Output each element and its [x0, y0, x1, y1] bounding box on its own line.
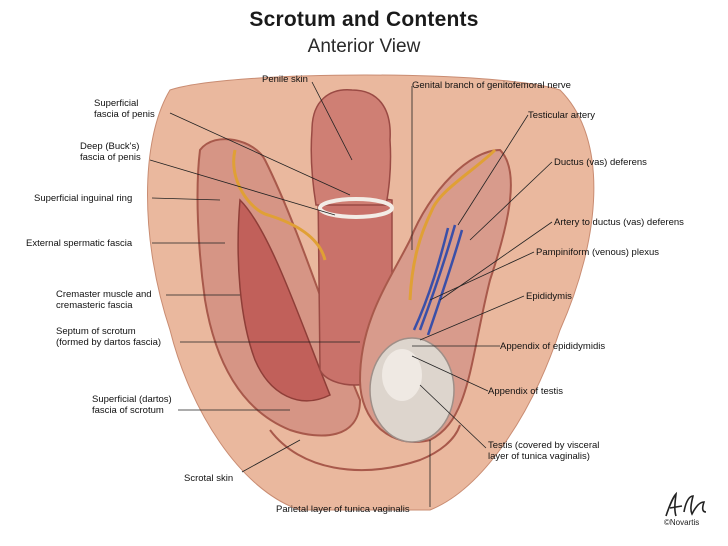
- label-dartos-fascia: Superficial (dartos) fascia of scrotum: [92, 394, 172, 416]
- label-deep-bucks-fascia: Deep (Buck's) fascia of penis: [80, 141, 141, 163]
- right-genital-nerve: [408, 148, 497, 301]
- left-cremaster: [237, 198, 331, 402]
- label-artery-to-ductus: Artery to ductus (vas) deferens: [554, 217, 684, 228]
- leader-penile-skin: [311, 81, 353, 161]
- label-parietal-layer: Parietal layer of tunica vaginalis: [276, 504, 410, 515]
- copyright-text: ©Novartis: [664, 518, 700, 527]
- leader-appendix-testis: [411, 355, 489, 392]
- scrotal-skin-bottom: [269, 424, 461, 471]
- label-testicular-artery: Testicular artery: [528, 110, 596, 121]
- penile-fascia-ring: [318, 197, 394, 219]
- leader-epididymis: [419, 295, 525, 341]
- label-penile-skin: Penile skin: [262, 74, 308, 85]
- label-appendix-testis: Appendix of testis: [488, 386, 563, 397]
- left-genital-nerve: [232, 149, 327, 261]
- netter-signature-logo: [665, 491, 707, 517]
- label-external-spermatic-fascia: External spermatic fascia: [26, 238, 133, 249]
- label-scrotal-skin: Scrotal skin: [184, 473, 234, 484]
- label-testis: Testis (covered by visceral layer of tun…: [488, 440, 600, 462]
- diagram-title: Scrotum and Contents: [249, 8, 479, 31]
- leader-testicular-artery: [457, 114, 529, 226]
- leader-pampiniform: [429, 251, 535, 301]
- label-cremaster: Cremaster muscle and cremasteric fascia: [56, 289, 152, 311]
- label-appendix-epididymidis: Appendix of epididymidis: [500, 341, 606, 352]
- leader-inguinal-ring: [151, 197, 221, 201]
- pampiniform-plexus: [412, 224, 464, 336]
- leader-ductus: [469, 161, 553, 241]
- leader-scrotal-skin: [241, 439, 301, 473]
- leader-superficial-fascia: [169, 112, 351, 196]
- label-septum-of-scrotum: Septum of scrotum (formed by dartos fasc…: [56, 326, 162, 348]
- label-epididymis: Epididymis: [526, 291, 572, 302]
- penis-glans: [310, 89, 392, 206]
- label-ductus-deferens: Ductus (vas) deferens: [554, 157, 647, 168]
- leader-testis: [419, 384, 487, 449]
- label-superficial-fascia-penis: Superficial fascia of penis: [94, 98, 155, 120]
- testis-highlight: [382, 349, 422, 401]
- diagram-subtitle: Anterior View: [307, 36, 421, 57]
- leader-deep-fascia: [149, 159, 336, 216]
- label-superficial-inguinal-ring: Superficial inguinal ring: [34, 193, 133, 204]
- label-pampiniform-plexus: Pampiniform (venous) plexus: [536, 247, 660, 258]
- label-genital-branch: Genital branch of genitofemoral nerve: [412, 80, 571, 91]
